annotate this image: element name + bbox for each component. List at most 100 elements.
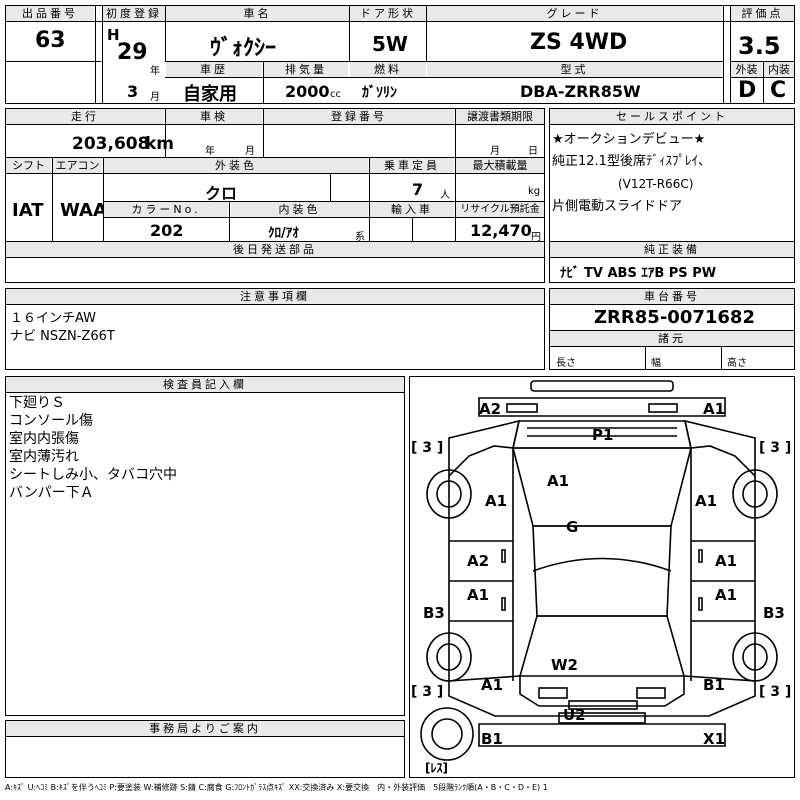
month-unit: 月	[150, 92, 160, 103]
tire-rear-right	[732, 632, 778, 682]
interior-grade: C	[770, 78, 787, 103]
tire-front-left	[426, 469, 472, 519]
car-outline-diagram: A2 A1 P1 A1 A1 A1 G A2 A1 A1 A1 B3 B3 W2…	[411, 380, 791, 775]
fuel: ｶﾞｿﾘﾝ	[362, 85, 397, 101]
capacity: 7	[412, 180, 424, 199]
mark-rear-right: X1	[703, 730, 725, 748]
equipment-label: 純正装備	[550, 242, 794, 257]
right-door-lines	[691, 540, 755, 622]
spare-tire	[420, 707, 474, 761]
mark-rear-door-right: A1	[715, 586, 737, 604]
sales-line-3: (V12T-R66C)	[618, 177, 694, 191]
grade: ZS 4WD	[530, 30, 628, 55]
notes-box	[5, 288, 545, 370]
roof-shape	[532, 525, 672, 617]
mark-front-door-right: A1	[715, 552, 737, 570]
sales-line-4: 片側電動スライドドア	[552, 199, 683, 214]
header-block	[5, 5, 795, 104]
displacement-label: 排気量	[264, 62, 348, 77]
front-right-lamp	[648, 403, 678, 413]
notes-label: 注意事項欄	[6, 289, 544, 304]
era-letter: H	[107, 26, 120, 44]
tire-front-right-tread: [ 3 ]	[759, 440, 791, 456]
int-color: ｸﾛ/ｱｵ	[268, 226, 299, 241]
inspector-line-4: 室内薄汚れ	[9, 449, 79, 465]
mark-hood: P1	[592, 426, 613, 444]
office-box	[5, 720, 405, 778]
history-label: 車歴	[166, 62, 262, 77]
equipment-list: ﾅﾋﾞ TV ABS ｴｱB PS PW	[560, 266, 717, 281]
plate-label: 登録番号	[264, 109, 454, 124]
rear-right-lamp	[636, 687, 666, 699]
shift-label: シフト	[6, 158, 51, 173]
inspector-label: 検査員記入欄	[6, 377, 404, 392]
mileage-unit: km	[145, 134, 175, 154]
license-plate-area	[558, 712, 646, 724]
tire-rear-left-tread: [ 3 ]	[411, 684, 443, 700]
recycle-label: リサイクル預託金	[456, 202, 544, 217]
height-label: 高さ	[727, 358, 747, 369]
capacity-unit: 人	[440, 190, 450, 201]
car-name: ｳﾞｫｸｼｰ	[210, 36, 277, 61]
transfer-day-unit: 日	[528, 146, 538, 157]
hood-lines	[527, 427, 677, 437]
mark-rear-glass: W2	[551, 656, 578, 674]
front-right-fender	[683, 419, 756, 478]
notes-line-1: １６インチAW	[10, 311, 97, 326]
max-load-unit: kg	[528, 186, 541, 197]
sales-points-box	[549, 108, 795, 283]
mark-front-fender-left: A1	[485, 492, 507, 510]
later-parts-label: 後日発送部品	[6, 242, 544, 257]
color-no: 202	[150, 221, 184, 240]
rear-body-shape	[448, 675, 756, 717]
office-label: 事務局よりご案内	[6, 721, 404, 736]
import-label: 輸入車	[370, 202, 454, 217]
mark-front-left: A2	[479, 400, 501, 418]
damage-legend: A:ｷｽﾞ U:ﾍｺﾐ B:ｷｽﾞを伴うﾍｺﾐ P:要塗装 W:補修跡 S:錆 …	[5, 783, 548, 792]
lot-no-label: 出品番号	[6, 6, 94, 21]
right-side-lines	[690, 448, 756, 681]
shift: IAT	[12, 200, 44, 221]
chassis-box	[549, 288, 795, 370]
first-reg-label: 初度登録	[103, 6, 165, 21]
score-label: 評価点	[731, 6, 794, 21]
max-load-label: 最大積載量	[456, 158, 544, 173]
spec-label: 諸元	[550, 331, 794, 346]
front-left-lamp	[506, 403, 538, 413]
exterior-grade: D	[738, 78, 757, 103]
tire-front-right	[732, 469, 778, 519]
left-door-lines	[449, 540, 513, 622]
left-side-lines	[448, 448, 514, 681]
tire-rear-right-tread: [ 3 ]	[759, 684, 791, 700]
inspector-line-3: 室内内張傷	[9, 431, 79, 447]
year-unit: 年	[150, 66, 160, 77]
car-name-label: 車名	[166, 6, 349, 21]
recycle-fee: 12,470	[470, 221, 532, 240]
transfer-month-unit: 月	[490, 146, 500, 157]
sales-line-2: 純正12.1型後席ﾃﾞｨｽﾌﾟﾚｲ、	[552, 154, 711, 169]
inspector-line-1: 下廻りＳ	[9, 395, 65, 411]
mark-roof: G	[566, 518, 578, 536]
model-code-label: 型式	[427, 62, 722, 77]
door-type: 5W	[372, 32, 408, 56]
fuel-label: 燃料	[350, 62, 426, 77]
recycle-unit: 円	[531, 232, 541, 243]
mark-front-fender-right: A1	[695, 492, 717, 510]
windshield-shape	[511, 447, 693, 527]
front-left-fender	[448, 419, 521, 478]
mark-windshield: A1	[547, 472, 569, 490]
inspector-line-6: バンパー下Ａ	[9, 485, 94, 501]
inspection-year-unit: 年	[205, 146, 215, 157]
mileage-label: 走行	[6, 109, 164, 124]
interior-label: 内装	[764, 62, 794, 77]
first-reg-month: 3	[127, 82, 139, 101]
front-bumper-shape	[478, 397, 726, 417]
inspector-line-2: コンソール傷	[9, 413, 93, 429]
grade-label: グレード	[427, 6, 722, 21]
tire-rear-left	[426, 632, 472, 682]
car-history: 自家用	[183, 84, 237, 105]
ext-color: クロ	[205, 184, 238, 203]
mark-rear-bumper: U2	[563, 706, 586, 724]
rear-garnish	[568, 700, 638, 710]
capacity-label: 乗車定員	[370, 158, 454, 173]
